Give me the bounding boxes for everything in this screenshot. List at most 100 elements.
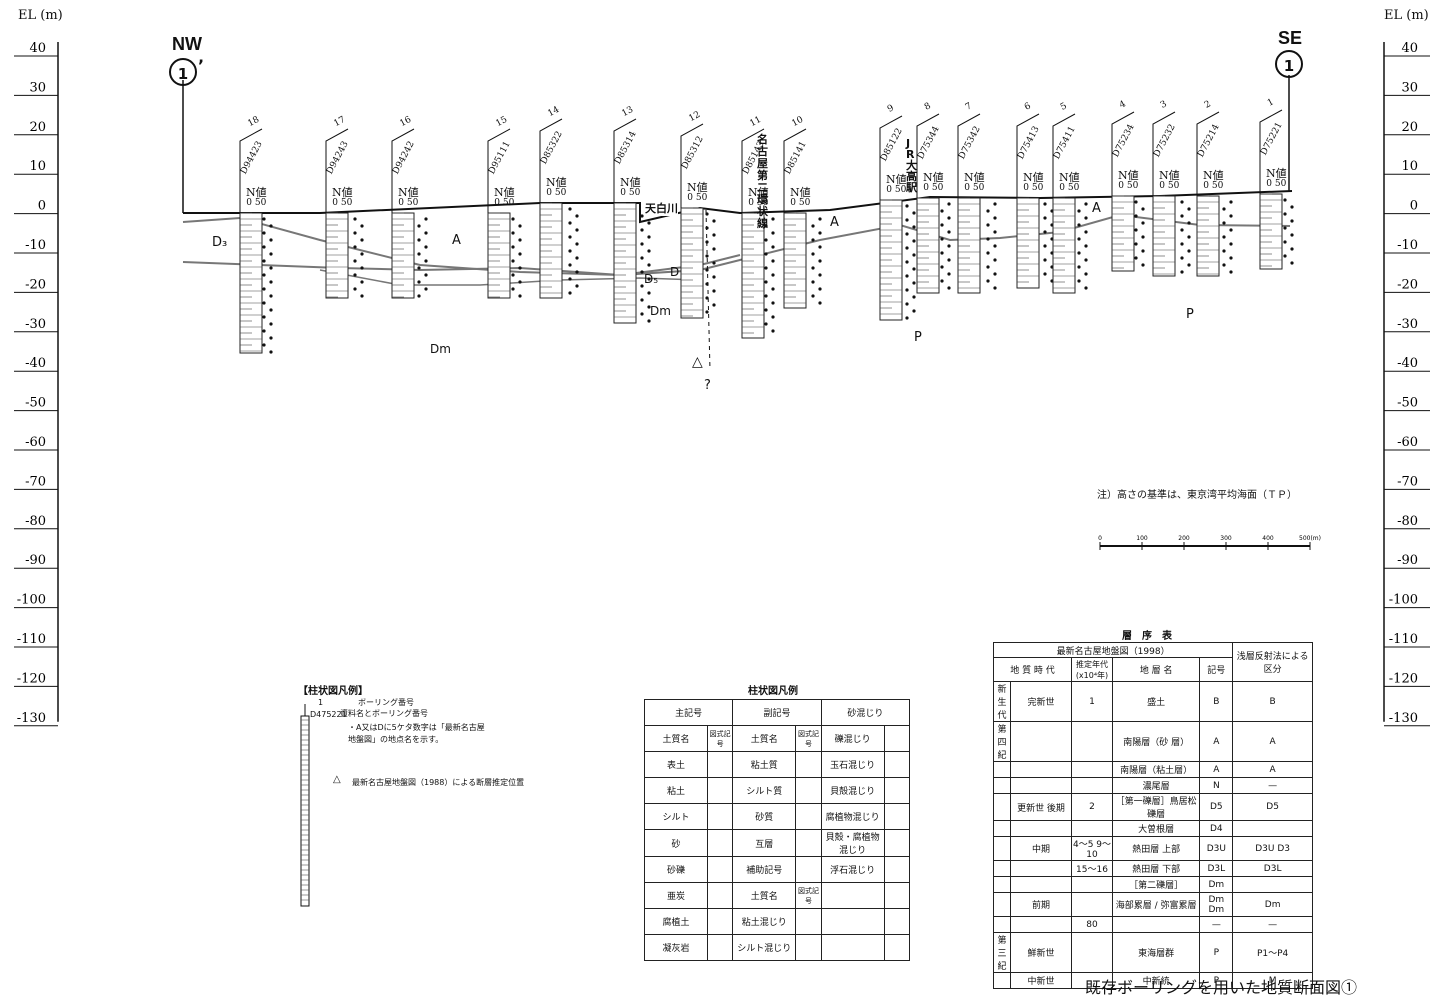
n-value-point [353,273,357,277]
n-value-point [647,249,651,253]
n-value-point [568,263,572,267]
axis-tick-label: -130 [17,711,46,726]
sym-cell [820,908,885,935]
scale-label: 400 [1262,535,1274,542]
n-value-point [811,266,815,270]
strat-symbol: D4 [1199,820,1234,837]
strat-ref-class: A [1232,761,1313,778]
n-value-point [1222,221,1226,225]
n-value-point [912,239,916,243]
n-value-point [912,253,916,257]
n-value-point [269,336,273,340]
n-value-point [575,270,579,274]
n-value-point [712,219,716,223]
label-p-1: P [914,330,922,345]
n-value-point [640,298,644,302]
sym-cell: 腐植土 [644,908,708,935]
n-value-point [1229,242,1233,246]
axis-tick-label: 20 [29,120,46,135]
axis-tick-label: -130 [1389,711,1418,726]
n-value-point [518,238,522,242]
n-value-point [269,322,273,326]
sym-cell: 粘土 [644,777,708,804]
strat-ref-class: M [1232,972,1313,989]
sym-cell: 粘土質 [732,751,797,778]
axis-tick-label: -30 [25,317,46,332]
n-value-point [647,291,651,295]
n-value-point [1229,200,1233,204]
n-value-point [353,259,357,263]
n-value-point [1187,235,1191,239]
n-value-point [1222,249,1226,253]
axis-tick-label: -110 [17,632,46,647]
sym-cell: 砂 [644,829,708,857]
n-value-point [1283,254,1287,258]
n-value-point [262,245,266,249]
n-value-point [1077,265,1081,269]
sym-cell: 補助記号 [732,856,797,883]
n-value-point [1229,214,1233,218]
n-value-point [424,217,428,221]
axis-tick-label: -80 [25,514,46,529]
n-value-point [818,301,822,305]
geologic-section [182,75,1294,371]
strat-layer [1111,916,1201,933]
n-value-point [1043,258,1047,262]
n-value-point [705,296,709,300]
n-value-point [705,212,709,216]
n-value-point [1084,244,1088,248]
strat-table: 最新名古屋地盤図（1998） 浅層反射法による区分 地 質 時 代 推定年代(x… [992,642,1313,989]
n-value-point [1180,242,1184,246]
n-value-point [262,329,266,333]
se-label: SE [1278,28,1303,48]
n-value-point [417,238,421,242]
sym-cell: 砂礫 [644,856,708,883]
strat-epoch [1010,721,1072,762]
n-value-point [647,235,651,239]
col-legend-title: 【柱状図凡例】 [298,686,368,697]
n-value-point [764,322,768,326]
n-value-point [993,202,997,206]
label-dm-2: Dm [650,304,671,318]
strat-symbol: N [1199,777,1234,794]
scale-label: 200 [1178,535,1190,542]
n-value-point [647,319,651,323]
n-value-point [568,291,572,295]
sym-cell [706,777,734,804]
n-value-point [912,295,916,299]
strat-age [1071,820,1113,837]
n-value-point [1229,256,1233,260]
n-value-point [568,249,572,253]
strat-age: 4～5 9～10 [1071,836,1113,861]
axis-tick-label: -90 [1397,553,1418,568]
n-value-point [640,228,644,232]
sym-legend-table: 主記号副記号砂混じり土質名図式記号土質名図式記号礫混じり表土粘土質玉石混じり粘土… [643,699,911,961]
n-value-point [912,225,916,229]
strat-era [993,761,1011,778]
strat-age: 15～16 [1071,860,1113,877]
n-value-point [269,238,273,242]
scale-label: 100 [1136,535,1148,542]
strat-epoch: 前期 [1010,892,1072,917]
elevation-note: 注）高さの基準は、東京湾平均海面（ＴＰ） [1097,490,1297,501]
n-value-point [1134,200,1138,204]
river-label: 天白川 [645,200,678,216]
sym-cell [883,803,911,830]
n-value-point [811,280,815,284]
sym-cell: 玉石混じり [820,751,885,778]
strat-ref-class: — [1232,777,1313,794]
n-value-point [1134,228,1138,232]
sym-cell [706,829,734,857]
axis-tick-label: -20 [1397,277,1418,292]
axis-tick-label: 40 [1401,41,1418,56]
sym-cell: 浮石混じり [820,856,885,883]
strat-symbol: A [1199,721,1234,762]
n-value-point [1283,198,1287,202]
n-value-point [1290,247,1294,251]
n-value-point [712,289,716,293]
sym-head: 副記号 [732,699,822,726]
n-value-point [1283,240,1287,244]
n-value-point [1077,209,1081,213]
sym-cell: シルト [644,803,708,830]
